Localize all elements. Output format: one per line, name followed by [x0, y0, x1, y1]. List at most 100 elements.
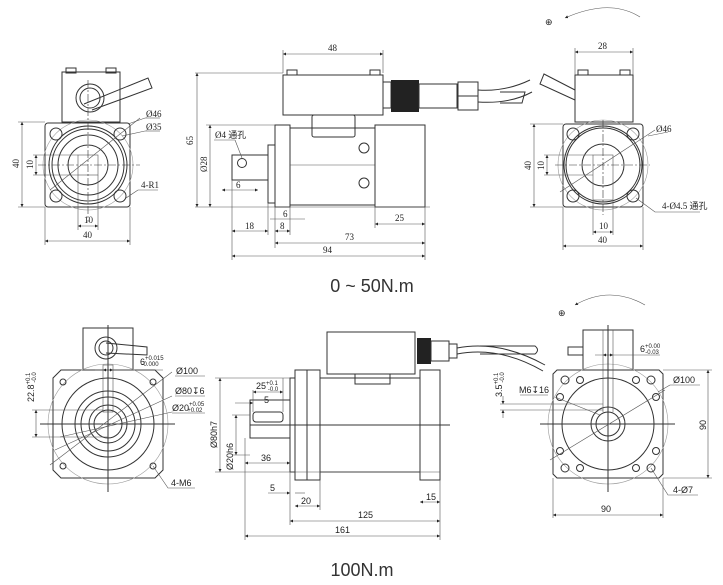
dim-90-horizontal: 90 — [601, 504, 611, 514]
dim-28: 28 — [598, 41, 608, 51]
drawing-line — [652, 447, 660, 455]
dim-18: 18 — [245, 221, 255, 231]
drawing-line — [418, 83, 458, 109]
label-m6-thread: M6↧16 — [519, 385, 549, 395]
junction-box — [282, 74, 384, 116]
dimension-text: +0.05 — [189, 402, 205, 408]
rotation-arrow — [574, 294, 646, 306]
dimension-text: 25 — [256, 381, 266, 391]
dim-25: 25 — [395, 213, 405, 223]
drawing-line — [49, 189, 63, 203]
drawing-line — [566, 127, 580, 141]
drawing-line — [286, 69, 298, 76]
drawing-line — [252, 411, 284, 423]
dim-65: 65 — [185, 136, 195, 146]
drawing-line — [358, 142, 370, 154]
dim-10-vertical: 10 — [536, 161, 546, 171]
flange-right — [374, 124, 426, 208]
drawing-line — [549, 389, 666, 461]
dim-8: 8 — [280, 221, 285, 231]
bottom-left-end-view: 6+0.015-0.000 Ø100 Ø80↧6 Ø20+0.05+0.02 2… — [26, 325, 205, 492]
cable — [480, 345, 538, 355]
dim-d28: Ø28 — [199, 156, 209, 172]
drawing-line — [626, 189, 640, 203]
dim-40-vertical: 40 — [11, 159, 21, 169]
drawing-line — [125, 189, 139, 199]
dim-40-vertical: 40 — [523, 161, 533, 171]
dim-36: 36 — [261, 453, 271, 463]
top-side-view: 65 Ø28 Ø4 通孔 6 48 18 6 8 25 73 94 — [185, 43, 533, 260]
drawing-line — [105, 342, 148, 356]
drawing-line — [657, 384, 671, 393]
dim-161: 161 — [335, 525, 350, 535]
drawing-line — [49, 117, 141, 191]
dim-73: 73 — [345, 232, 355, 242]
top-left-end-view: 40 10 10 40 Ø46 Ø35 4-R1 — [11, 67, 162, 245]
drawing-line — [59, 378, 67, 386]
drawing-line — [149, 462, 157, 470]
drawing-line — [539, 73, 576, 101]
label-d100: Ø100 — [176, 366, 198, 376]
flange — [552, 369, 664, 479]
label-through-hole: Ø4 通孔 — [215, 130, 246, 140]
drawing-line — [127, 117, 146, 125]
drawing-line — [98, 340, 114, 356]
junction-box — [61, 71, 121, 123]
cable — [477, 79, 533, 103]
positive-rotation-symbol: ⊕ — [545, 17, 553, 27]
label-d46: Ø46 — [656, 124, 672, 134]
dimension-text: +0.015 — [145, 356, 164, 362]
dim-d80h7: Ø80h7 — [209, 421, 219, 448]
drawing-line — [652, 393, 660, 401]
drawing-line — [234, 139, 243, 159]
drawing-line — [382, 81, 392, 109]
drawing-line — [577, 69, 589, 76]
sensor-body — [289, 127, 376, 206]
shaft — [231, 154, 269, 181]
drawing-line — [54, 395, 173, 451]
drawing-line — [79, 87, 101, 109]
drawing-line — [619, 69, 631, 76]
label-d80: Ø80↧6 — [175, 386, 205, 396]
dim-5-key: 5 — [264, 395, 269, 405]
dim-90-vertical: 90 — [698, 420, 708, 430]
flange — [52, 369, 164, 479]
drawing-line — [632, 464, 640, 472]
caption-0-50nm: 0 ~ 50N.m — [330, 276, 414, 296]
drawing-line — [121, 130, 146, 137]
dim-10-horizontal: 10 — [599, 221, 609, 231]
drawing-line — [646, 463, 656, 473]
drawing-line — [646, 375, 656, 385]
label-d46: Ø46 — [146, 109, 162, 119]
drawing-line — [113, 127, 127, 141]
bottom-right-end-view: ⊕ 6+0.00-0.03 M6↧16 Ø100 90 90 4-Ø7 3.5+… — [480, 294, 712, 518]
drawing-line — [576, 464, 584, 472]
dim-5: 5 — [270, 483, 275, 493]
drawing-line — [237, 158, 247, 168]
dim-10-vertical: 10 — [25, 160, 35, 170]
drawing-line — [267, 144, 276, 204]
drawing-line — [152, 465, 195, 489]
label-4-m6: 4-M6 — [171, 478, 192, 488]
label-d35: Ø35 — [146, 122, 162, 132]
connector — [94, 336, 118, 360]
positive-rotation-symbol: ⊕ — [558, 308, 566, 318]
dimension-text: 6 — [640, 344, 645, 354]
label-mounting-holes: 4-Ø4.5 通孔 — [662, 201, 708, 211]
drawing-line — [448, 343, 458, 359]
dim-48: 48 — [328, 43, 338, 53]
flange-left — [274, 124, 291, 208]
label-3-5: 3.5+0.1-0.0 — [494, 372, 506, 397]
caption-100nm: 100N.m — [330, 560, 393, 580]
connector — [75, 83, 105, 113]
dimension-text: +0.1 — [26, 372, 32, 385]
drawing-line — [102, 364, 114, 413]
drawing-line — [566, 189, 580, 203]
label-key-width: 6+0.00-0.03 — [640, 344, 661, 356]
drawing-line — [559, 129, 656, 193]
drawing-line — [59, 411, 173, 438]
drawing-line — [556, 393, 564, 401]
dimension-text: -0.0 — [500, 372, 506, 383]
drawing-line — [626, 127, 640, 141]
